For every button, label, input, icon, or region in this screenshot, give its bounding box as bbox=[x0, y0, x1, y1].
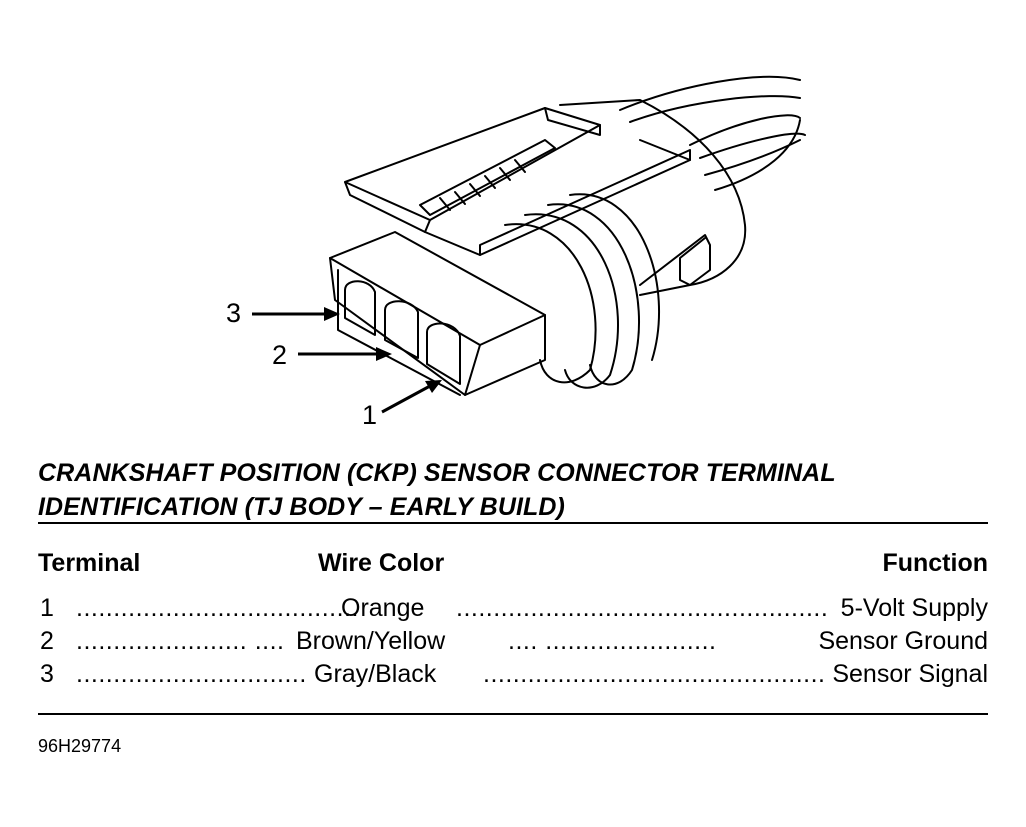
connector-rear-housing bbox=[559, 99, 747, 296]
title-line-2: IDENTIFICATION (TJ BODY – EARLY BUILD) bbox=[38, 493, 565, 521]
figure-id: 96H29774 bbox=[38, 736, 122, 756]
callout-label-3: 3 bbox=[226, 298, 242, 328]
wire-color-cell: Brown/Yellow bbox=[296, 627, 446, 655]
housing-ribs bbox=[504, 193, 660, 389]
terminal-cavity-3 bbox=[344, 280, 376, 336]
leader-dots: ........................................… bbox=[76, 594, 358, 622]
table-row: 1 ......................................… bbox=[38, 594, 988, 626]
figure-title: CRANKSHAFT POSITION (CKP) SENSOR CONNECT… bbox=[38, 456, 998, 524]
function-cell: Sensor Ground bbox=[818, 627, 988, 655]
function-cell: 5-Volt Supply bbox=[840, 594, 988, 622]
locking-latch bbox=[344, 107, 691, 256]
header-function: Function bbox=[882, 549, 988, 577]
header-terminal: Terminal bbox=[38, 549, 141, 577]
leader-dots: ........................................… bbox=[456, 594, 826, 622]
side-peg bbox=[639, 234, 711, 286]
callout-arrow-2 bbox=[298, 347, 392, 361]
terminal-cavity-2 bbox=[384, 300, 419, 359]
terminal-cell: 3 bbox=[40, 660, 54, 688]
leader-dots: ....................... .... bbox=[76, 627, 285, 655]
callout-arrow-1 bbox=[381, 380, 442, 414]
connector-front-face bbox=[329, 231, 546, 396]
table-row: 2 ....................... .... Brown/Yel… bbox=[38, 627, 988, 659]
header-wire-color: Wire Color bbox=[318, 549, 445, 577]
wire-color-cell: Orange bbox=[341, 594, 425, 622]
callout-arrow-3 bbox=[252, 307, 340, 321]
terminal-cell: 1 bbox=[40, 594, 54, 622]
terminal-cavity-1 bbox=[426, 322, 461, 385]
function-cell: Sensor Signal bbox=[832, 660, 988, 688]
connector-drawing bbox=[252, 75, 806, 414]
table-row: 3 ......................................… bbox=[38, 660, 988, 692]
wire-color-cell: Gray/Black bbox=[314, 660, 437, 688]
title-line-1: CRANKSHAFT POSITION (CKP) SENSOR CONNECT… bbox=[38, 459, 836, 487]
bottom-rule bbox=[38, 713, 988, 715]
leader-dots: .... ....................... bbox=[508, 627, 717, 655]
top-rule bbox=[38, 522, 988, 524]
terminal-cell: 2 bbox=[40, 627, 54, 655]
callout-label-2: 2 bbox=[272, 340, 288, 370]
wire-bundle bbox=[619, 75, 806, 191]
leader-dots: ........................................… bbox=[76, 660, 306, 688]
leader-dots: ........................................… bbox=[483, 660, 823, 688]
callout-label-1: 1 bbox=[362, 400, 378, 430]
